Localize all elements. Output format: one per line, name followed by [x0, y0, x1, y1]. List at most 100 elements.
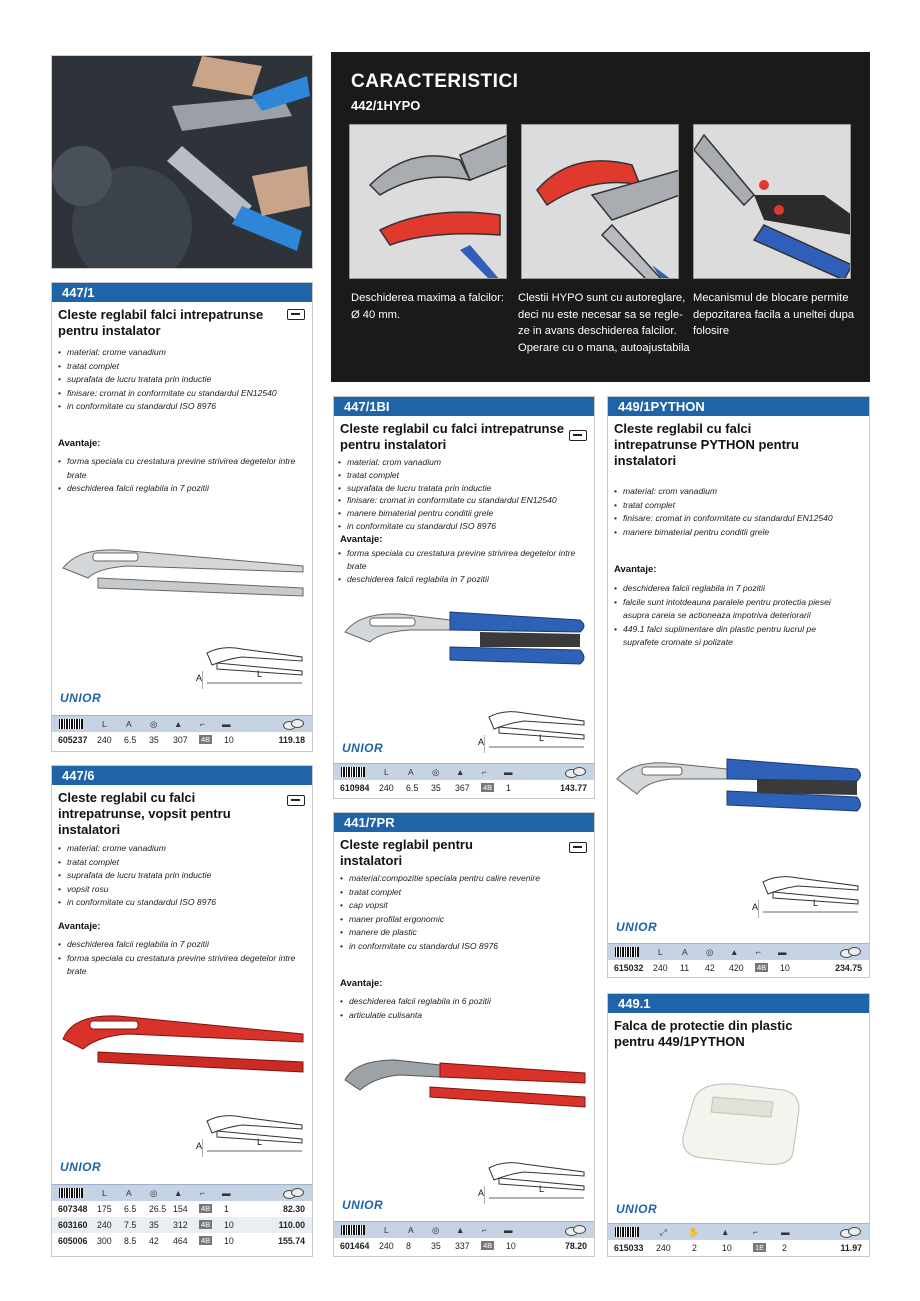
cell-a: 8 [406, 1241, 411, 1251]
features-title: CARACTERISTICI [351, 71, 519, 92]
cell-c6: 10 [224, 1236, 234, 1246]
box-icon: ▬ [222, 719, 231, 729]
unior-logo: UNIOR [342, 741, 384, 755]
feature-item: in conformitate cu standardul ISO 8976 [340, 940, 580, 954]
package-icon: ⌐ [200, 719, 205, 729]
size-icon: ⤢ [660, 1227, 667, 1237]
feature-list: material: crome vanadiumtratat completsu… [58, 842, 298, 910]
advantage-item: deschiderea falcii reglabila in 7 poziti… [614, 582, 854, 596]
feature-item: cap vopsit [340, 899, 580, 913]
cell-c3: 42 [705, 963, 715, 973]
product-code-bar: 447/1BI [334, 397, 594, 416]
cell-code: 601464 [340, 1241, 370, 1251]
col-a: A [682, 947, 688, 957]
product-code-bar: 449/1PYTHON [608, 397, 869, 416]
col-a: A [408, 1225, 414, 1235]
jaw-icon: ◎ [432, 767, 440, 777]
advantage-item: deschiderea falcii reglabila in 7 poziti… [58, 938, 298, 952]
cell-c3: 35 [431, 1241, 441, 1251]
feature-item: tratat complet [340, 886, 580, 900]
product-photo-hands [51, 55, 313, 269]
advantages-list: forma speciala cu crestatura previne str… [58, 455, 298, 496]
box-icon: ▬ [504, 1225, 513, 1235]
feature-item: material: crom vanadium [338, 456, 593, 469]
box-icon: ▬ [504, 767, 513, 777]
cell-price: 110.00 [278, 1220, 305, 1230]
feature-item: material: crom vanadium [614, 485, 854, 499]
weight-icon: ▲ [456, 767, 465, 777]
cell-l: 240 [379, 1241, 394, 1251]
cell-a: 6.5 [406, 783, 419, 793]
cell-c4: 312 [173, 1220, 188, 1230]
cell-tag: 1E [753, 1243, 767, 1252]
package-icon: ⌐ [756, 947, 761, 957]
product-code-bar: 447/6 [52, 766, 312, 785]
cell-tag: 4B [481, 1241, 495, 1250]
cell-c4: 307 [173, 735, 188, 745]
feature-item: in conformitate cu standardul ISO 8976 [58, 400, 298, 414]
cell-c6: 10 [780, 963, 790, 973]
cell-c3: 35 [431, 783, 441, 793]
table-header: L A ◎ ▲ ⌐ ▬ [52, 1184, 312, 1201]
price-icon [565, 767, 586, 778]
cell-c6: 10 [224, 735, 234, 745]
jaw-icon: ◎ [150, 719, 158, 729]
cell-c4: 367 [455, 783, 470, 793]
cell-l: 240 [379, 783, 394, 793]
cell-a: 6.5 [124, 735, 137, 745]
box-icon: ▬ [778, 947, 787, 957]
product-title: Falca de protectie din plastic pentru 44… [614, 1018, 793, 1049]
cell-c4: 154 [173, 1204, 188, 1214]
col-a: A [408, 767, 414, 777]
pliers-in-use-image [52, 56, 312, 268]
cell-c6: 1 [506, 783, 511, 793]
advantage-item: 449.1 falci suplimentare din plastic pen… [614, 623, 854, 650]
feature-image-2 [521, 124, 679, 279]
advantage-item: articulatie culisanta [340, 1009, 580, 1023]
feature-caption-1: Deschiderea maxima a falcilor: Ø 40 mm. [351, 292, 504, 321]
table-header: L A ◎ ▲ ⌐ ▬ [334, 763, 594, 780]
feature-item: manere bimaterial pentru conditii grele [614, 526, 854, 540]
product-title: Cleste reglabil cu falci intrepatrunse p… [340, 421, 564, 452]
cell-c3: 35 [149, 1220, 159, 1230]
feature-item: finisare: cromat in conformitate cu stan… [58, 387, 298, 401]
feature-item: suprafata de lucru tratata prin inductie [58, 869, 298, 883]
cell-l: 240 [653, 963, 668, 973]
feature-item: finisare: cromat in conformitate cu stan… [614, 512, 854, 526]
feature-list: material: crome vanadiumtratat completsu… [58, 346, 298, 414]
cell-code: 610984 [340, 783, 370, 793]
cell-l: 240 [656, 1243, 671, 1253]
cell-tag: 4B [199, 735, 213, 744]
table-header: L A ◎ ▲ ⌐ ▬ [334, 1221, 594, 1238]
advantages-list: deschiderea falcii reglabila in 7 poziti… [58, 938, 298, 979]
feature-item: vopsit rosu [58, 883, 298, 897]
pliers-red-image [62, 1015, 304, 1073]
cell-price: 78.20 [564, 1241, 587, 1251]
adjustable-icon [569, 842, 587, 853]
product-card-449-1: 449.1 Falca de protectie din plastic pen… [607, 993, 870, 1257]
feature-list: material: crom vanadiumtratat completsup… [338, 456, 593, 533]
advantages-heading: Avantaje: [340, 534, 383, 545]
box-icon: ▬ [222, 1188, 231, 1198]
advantages-heading: Avantaje: [340, 978, 383, 989]
feature-item: maner profilat ergonomic [340, 913, 580, 927]
dim-l-label: L [257, 669, 263, 679]
features-subtitle: 442/1HYPO [351, 98, 421, 113]
cell-l: 240 [97, 735, 112, 745]
table-header: L A ◎ ▲ ⌐ ▬ [52, 715, 312, 732]
feature-item: in conformitate cu standardul ISO 8976 [338, 520, 593, 533]
cell-tag: 4B [199, 1236, 213, 1245]
product-card-447-6: 447/6 Cleste reglabil cu falci intrepatr… [51, 765, 313, 1257]
feature-item: manere de plastic [340, 926, 580, 940]
cell-code: 605237 [58, 735, 88, 745]
feature-item: in conformitate cu standardul ISO 8976 [58, 896, 298, 910]
advantages-list: forma speciala cu crestatura previne str… [338, 547, 596, 585]
cell-price: 143.77 [560, 783, 587, 793]
dim-a-label: A [196, 1141, 203, 1151]
dim-a-label: A [196, 673, 203, 683]
